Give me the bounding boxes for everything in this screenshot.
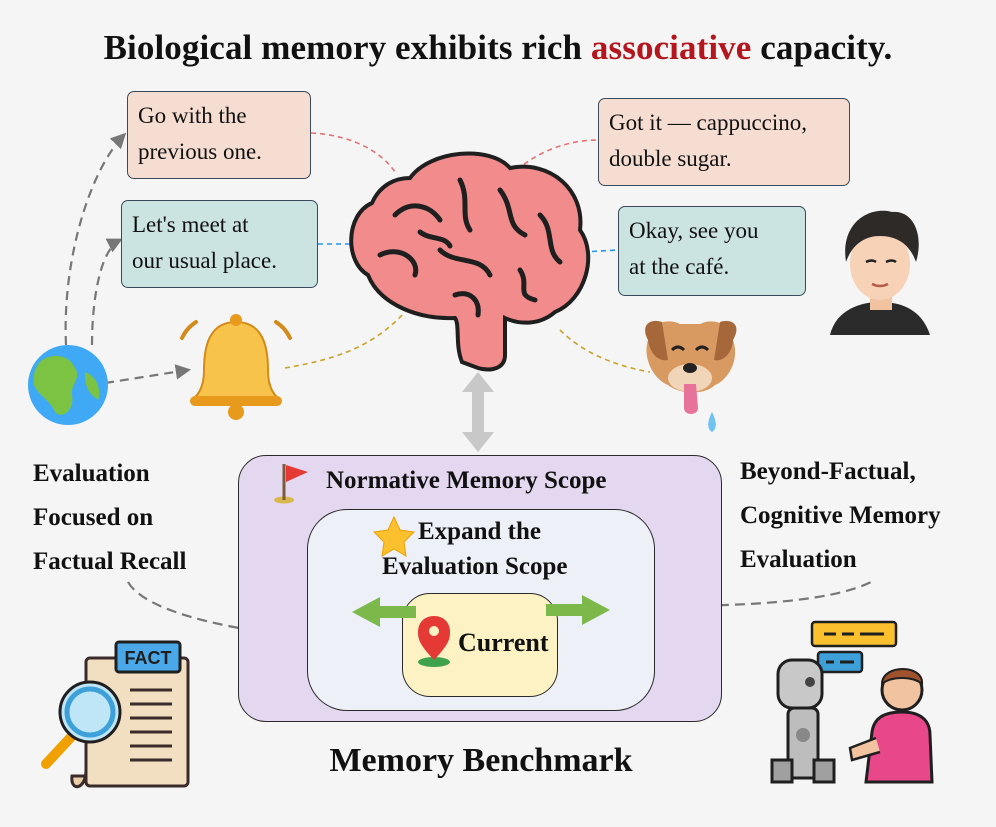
expand-scope-label-line1: Expand the [418, 518, 541, 545]
memory-benchmark-label: Memory Benchmark [329, 742, 633, 779]
person-icon [830, 210, 930, 335]
fact-document-icon: FACT [41, 640, 190, 788]
bubble-cappuccino: Got it — cappuccino, double sugar. [598, 98, 850, 186]
location-pin-icon [418, 616, 450, 667]
flag-icon [274, 464, 308, 504]
expand-arrows-icon [352, 595, 610, 627]
bubble-text: our usual place. [132, 248, 277, 273]
caption-line: Cognitive Memory [740, 502, 941, 529]
double-arrow-icon [462, 372, 494, 452]
bubble-text: Got it — cappuccino, [609, 110, 808, 135]
caption-line: Beyond-Factual, [740, 458, 916, 485]
bell-icon [180, 314, 292, 420]
brain-connectors [284, 132, 651, 373]
title-highlight: associative [590, 28, 752, 67]
caption-line: Evaluation [740, 546, 857, 573]
bubble-text: Okay, see you [629, 218, 759, 243]
brain-icon [349, 151, 591, 372]
caption-line: Factual Recall [33, 548, 187, 575]
bubble-text: double sugar. [609, 146, 732, 171]
caption-line: Focused on [33, 504, 154, 531]
current-label: Current [458, 628, 549, 657]
bubble-text: Let's meet at [132, 212, 249, 237]
expand-scope-label-line2: Evaluation Scope [382, 553, 568, 580]
globe-icon [28, 345, 108, 425]
globe-connectors [64, 132, 192, 385]
caption-line: Evaluation [33, 460, 150, 487]
bubble-previous-one: Go with the previous one. [127, 91, 311, 179]
normative-scope-label: Normative Memory Scope [326, 467, 607, 494]
left-caption: Evaluation Focused on Factual Recall [33, 452, 186, 584]
star-icon [372, 515, 416, 557]
bubble-see-you: Okay, see you at the café. [618, 206, 806, 296]
page-title: Biological memory exhibits rich associat… [0, 28, 996, 68]
title-suffix: capacity. [751, 28, 893, 67]
title-prefix: Biological memory exhibits rich [103, 28, 591, 67]
bubble-usual-place: Let's meet at our usual place. [121, 200, 318, 288]
bubble-text: Go with the [138, 103, 247, 128]
fact-label: FACT [125, 648, 172, 668]
bubble-text: at the café. [629, 254, 730, 279]
bubble-text: previous one. [138, 139, 262, 164]
right-caption: Beyond-Factual, Cognitive Memory Evaluat… [740, 450, 941, 582]
dog-icon [645, 320, 737, 432]
robot-human-chat-icon [770, 620, 934, 784]
